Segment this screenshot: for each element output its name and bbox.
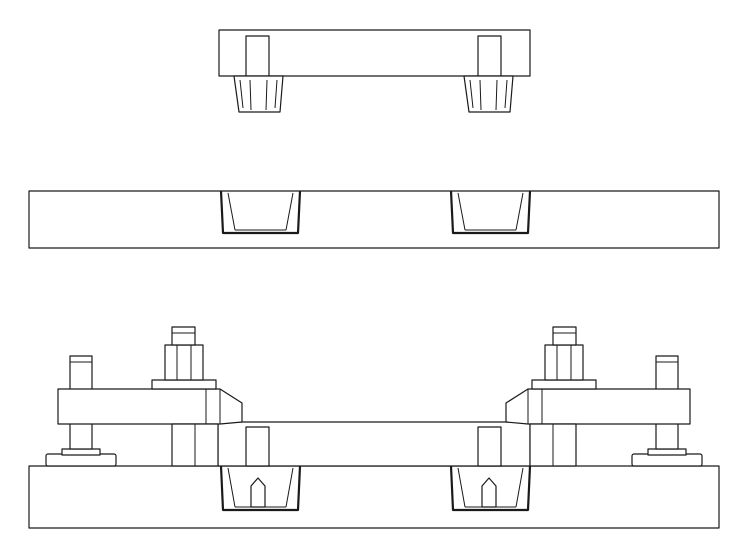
left-clamp-arm (57, 388, 243, 425)
left-washer (151, 379, 217, 390)
right-tapered-socket (449, 190, 532, 235)
left-tapered-socket (219, 190, 302, 235)
left-tapered-pin (233, 75, 284, 113)
right-washer (531, 379, 597, 390)
assembly-right-socket (449, 465, 532, 512)
assembly-left-post (245, 426, 270, 467)
right-clamp-arm (505, 388, 691, 425)
assembly-right-post (477, 426, 502, 467)
right-stud-top (552, 326, 577, 346)
right-post (477, 35, 502, 77)
clamped-assembly-view (28, 326, 720, 529)
left-hex-nut (164, 344, 204, 381)
right-foot-washer (647, 448, 687, 456)
right-screw-foot (631, 453, 703, 467)
right-clamp (505, 326, 703, 467)
left-stud-top (171, 326, 196, 346)
base-plate (28, 190, 720, 249)
base-plate-view (28, 190, 720, 249)
clamp-part-top-view (218, 29, 531, 113)
assembly-base-plate (28, 465, 720, 529)
assembly-left-socket (219, 465, 302, 512)
right-tapered-pin (463, 75, 514, 113)
right-hex-nut (544, 344, 584, 381)
left-screw-foot (45, 453, 117, 467)
left-post (245, 35, 270, 77)
left-foot-washer (61, 448, 101, 456)
left-clamp (45, 326, 243, 467)
